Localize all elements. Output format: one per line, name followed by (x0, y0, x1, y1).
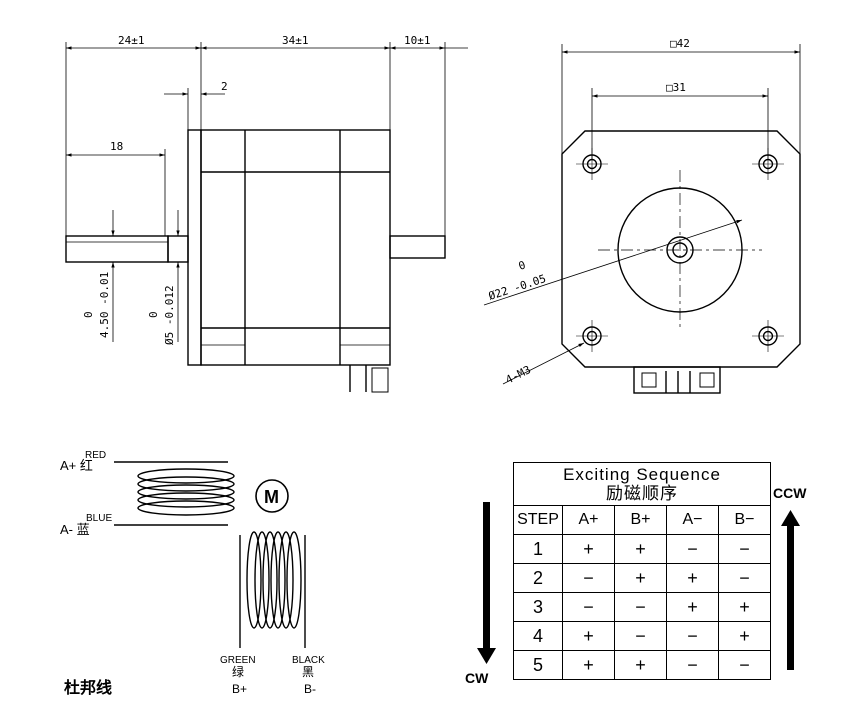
table-cell: 2 (513, 563, 563, 593)
table-cell: − (562, 563, 615, 593)
dim-flat-dia: 4.50 -0.01 (98, 272, 111, 338)
table-cell: 5 (513, 650, 563, 680)
table-cell: + (665, 563, 719, 593)
table-cell: + (613, 563, 667, 593)
table-cell: − (665, 534, 719, 564)
dim-pilot-tol: 0 (517, 258, 527, 272)
table-cell: − (665, 650, 719, 680)
dim-shaft-length: 24±1 (118, 34, 145, 47)
table-cell: + (562, 534, 615, 564)
table-cell: 1 (513, 534, 563, 564)
header-a-plus: A+ (562, 505, 615, 535)
dim-width: □42 (670, 37, 690, 50)
header-a-minus: A− (665, 505, 719, 535)
b-minus-label: B- (304, 682, 316, 696)
a-plus-color: RED (85, 450, 106, 461)
table-cell: + (717, 621, 772, 651)
table-cell: − (717, 563, 772, 593)
b-minus-color: BLACK (292, 655, 325, 666)
cw-label: CW (465, 670, 489, 686)
b-minus-cn: 黑 (302, 665, 314, 679)
table-cell: + (562, 650, 615, 680)
table-row: 1 + + − − (513, 534, 772, 564)
ccw-label: CCW (773, 485, 807, 501)
table-cell: + (613, 534, 667, 564)
connector-caption: 杜邦线 (64, 678, 112, 697)
table-cell: − (665, 621, 719, 651)
dim-flat-length: 18 (110, 140, 123, 153)
table-header-row: STEP A+ B+ A− B− (513, 505, 772, 535)
table-cell: − (562, 592, 615, 622)
a-minus-color: BLUE (86, 513, 112, 524)
ccw-arrow-icon (781, 510, 800, 670)
table-cell: + (613, 650, 667, 680)
a-plus-label: A+ 红 (60, 458, 93, 473)
side-view (65, 42, 468, 393)
table-cell: + (665, 592, 719, 622)
front-view (483, 44, 801, 394)
dim-shaft-dia: Ø5 -0.012 (163, 285, 176, 345)
wiring-diagram (114, 461, 306, 648)
dim-body-length: 34±1 (282, 34, 309, 47)
header-b-plus: B+ (613, 505, 667, 535)
dim-hole-span: □31 (666, 81, 686, 94)
dim-rear-shaft: 10±1 (404, 34, 431, 47)
table-cell: − (613, 592, 667, 622)
table-cell: 4 (513, 621, 563, 651)
dim-flat-dia-tol: 0 (82, 311, 95, 318)
b-plus-color: GREEN (220, 655, 256, 666)
dim-boss: 2 (221, 80, 228, 93)
table-row: 4 + − − + (513, 621, 772, 651)
dim-shaft-dia-tol: 0 (147, 311, 160, 318)
table-title-en: Exciting Sequence (563, 465, 721, 484)
table-row: 2 − + + − (513, 563, 772, 593)
table-title: Exciting Sequence 励磁顺序 (513, 462, 771, 506)
table-row: 5 + + − − (513, 650, 772, 680)
table-cell: 3 (513, 592, 563, 622)
table-cell: − (717, 650, 772, 680)
header-step: STEP (513, 505, 563, 535)
b-plus-label: B+ (232, 682, 247, 696)
table-cell: + (562, 621, 615, 651)
b-plus-cn: 绿 (232, 664, 244, 679)
table-title-cn: 励磁顺序 (606, 484, 678, 503)
table-cell: − (613, 621, 667, 651)
a-minus-label: A- 蓝 (60, 522, 90, 537)
header-b-minus: B− (717, 505, 772, 535)
exciting-sequence-table: Exciting Sequence 励磁顺序 STEP A+ B+ A− B− … (513, 462, 772, 680)
cw-arrow-icon (477, 502, 496, 664)
table-row: 3 − − + + (513, 592, 772, 622)
dim-thread: 4-M3 (503, 363, 533, 387)
table-cell: + (717, 592, 772, 622)
table-cell: − (717, 534, 772, 564)
motor-symbol: M (264, 487, 279, 507)
